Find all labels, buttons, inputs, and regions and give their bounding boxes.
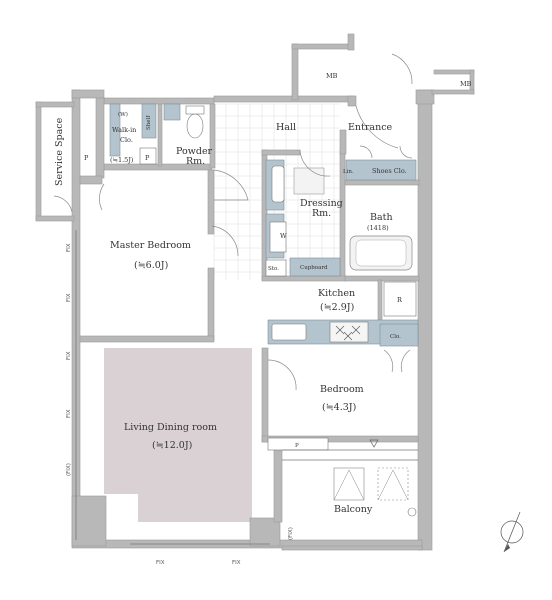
lin-label: Lin. bbox=[343, 169, 354, 175]
kitchen-label: Kitchen bbox=[318, 288, 355, 299]
fix-label: FIX bbox=[232, 560, 241, 566]
dressing-label2: Rm. bbox=[312, 208, 331, 219]
appliances bbox=[139, 105, 417, 451]
fix-label: FIX bbox=[156, 560, 165, 566]
shelf-tag: Shelf bbox=[146, 115, 152, 130]
bath-size-label: (1418) bbox=[367, 224, 389, 232]
stove-burner-icon bbox=[335, 325, 361, 341]
kitchen-size: (≒2.9J) bbox=[320, 302, 354, 313]
entrance-label: Entrance bbox=[348, 122, 393, 133]
cupboard-label: Cupboard bbox=[300, 265, 328, 271]
r-mark: R bbox=[397, 296, 403, 304]
windows bbox=[75, 230, 418, 545]
powder-label2: Rm. bbox=[186, 156, 205, 167]
fix-label: FIX bbox=[66, 409, 72, 418]
shoes-closet-label: Shoes Clo. bbox=[372, 167, 407, 175]
living-dining-floor bbox=[104, 348, 252, 522]
mb-right-label: MB bbox=[460, 80, 472, 88]
walk-in-label2: Clo. bbox=[120, 136, 133, 144]
w-tag: (W) bbox=[118, 111, 128, 118]
bath-label: Bath bbox=[370, 212, 393, 223]
living-dining-label: Living Dining room bbox=[124, 422, 217, 433]
sto-label: Sto. bbox=[268, 266, 279, 272]
stove-icon bbox=[329, 321, 369, 343]
walk-in-label: Walk-in bbox=[112, 126, 136, 134]
fix-label: (FIX) bbox=[288, 527, 294, 540]
powder-label: Powder bbox=[176, 146, 213, 157]
doors bbox=[53, 53, 413, 391]
p-bed-label: P bbox=[295, 443, 299, 449]
p-small-label: P bbox=[145, 154, 150, 162]
fix-label: FIX bbox=[66, 351, 72, 360]
dressing-label: Dressing bbox=[300, 198, 343, 209]
w-mark: W bbox=[280, 232, 287, 240]
triangle-marker-icon bbox=[369, 439, 379, 448]
master-bedroom-label: Master Bedroom bbox=[110, 240, 191, 251]
interior-walls bbox=[79, 97, 420, 523]
hall-label: Hall bbox=[276, 122, 296, 133]
service-space-label: Service Space bbox=[54, 117, 65, 186]
bedroom-label: Bedroom bbox=[320, 384, 364, 395]
north-arrow-icon bbox=[500, 511, 524, 553]
living-dining-size: (≒12.0J) bbox=[152, 440, 192, 451]
walk-in-size: (≒1.5J) bbox=[110, 156, 134, 164]
labels: Service Space (W) Shelf Walk-in Clo. (≒1… bbox=[54, 72, 472, 566]
master-bedroom-size: (≒6.0J) bbox=[134, 260, 168, 271]
mb-top-label: MB bbox=[326, 72, 338, 80]
balcony-label: Balcony bbox=[334, 504, 373, 515]
fix-label: FIX bbox=[66, 293, 72, 302]
fix-label: (FIX) bbox=[66, 463, 72, 476]
p-left-label: P bbox=[84, 154, 89, 162]
clo-small-label: Clo. bbox=[390, 334, 401, 340]
fix-label: FIX bbox=[66, 243, 72, 252]
bedroom-size: (≒4.3J) bbox=[322, 402, 356, 413]
